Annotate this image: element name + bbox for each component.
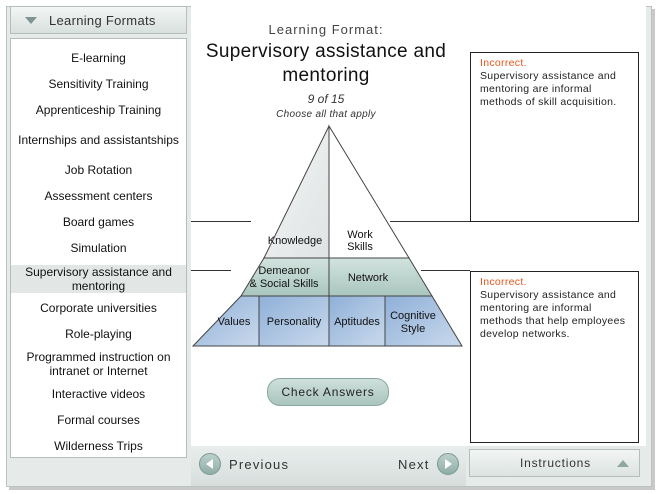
sidebar-item-programmed-instruction[interactable]: Programmed instruction on intranet or In…: [26, 350, 171, 378]
sidebar-item-interactive-videos[interactable]: Interactive videos: [51, 387, 146, 401]
sidebar-item-wilderness-trips[interactable]: Wilderness Trips: [54, 439, 143, 453]
pyramid-label-skills: Skills: [347, 241, 373, 253]
instructions-label: Instructions: [520, 456, 591, 470]
feedback-status: Incorrect.: [480, 276, 527, 288]
previous-label: Previous: [229, 456, 290, 472]
pyramid-label-knowledge: Knowledge: [268, 235, 322, 247]
divider-line-bottom-right: [421, 270, 470, 271]
sidebar-item-apprenticeship-training[interactable]: Apprenticeship Training: [35, 103, 162, 117]
pyramid-cell-aptitudes[interactable]: [328, 295, 386, 347]
feedback-status: Incorrect.: [480, 57, 527, 69]
pyramid-label-values: Values: [218, 316, 251, 328]
sidebar-item-job-rotation[interactable]: Job Rotation: [64, 163, 133, 177]
divider-line-top-right: [390, 221, 470, 222]
pyramid-label-cognitive: Cognitive: [390, 310, 436, 322]
chevron-up-icon: [617, 460, 629, 467]
format-eyebrow: Learning Format:: [268, 22, 384, 37]
sidebar-item-internships[interactable]: Internships and assistantships: [18, 133, 179, 147]
question-counter: 9 of 15: [307, 92, 345, 106]
check-answers-button[interactable]: Check Answers: [267, 378, 389, 406]
feedback-text: Supervisory assistance and mentoring are…: [480, 70, 617, 108]
sidebar-item-supervisory-assistance[interactable]: Supervisory assistance and mentoring: [11, 265, 186, 293]
pyramid-label-style: Style: [401, 323, 425, 335]
sidebar-header-label: Learning Formats: [49, 12, 156, 28]
chevron-down-icon: [25, 16, 37, 24]
feedback-box-bottom: Incorrect. Supervisory assistance and me…: [470, 271, 639, 443]
main-panel: Learning Format: Supervisory assistance …: [191, 6, 646, 446]
arrow-right-icon: [436, 453, 459, 475]
sidebar-item-formal-courses[interactable]: Formal courses: [57, 413, 140, 427]
pyramid-cell-cognitive-style[interactable]: [384, 295, 463, 347]
question-instruction: Choose all that apply: [276, 109, 376, 120]
sidebar-item-simulation[interactable]: Simulation: [70, 241, 127, 255]
pyramid-label-social-skills: & Social Skills: [249, 278, 319, 290]
skills-pyramid: Knowledge Work Skills Demeanor & Social …: [191, 124, 463, 347]
sidebar-item-assessment-centers[interactable]: Assessment centers: [44, 189, 153, 203]
page-title: Supervisory assistance and mentoring: [205, 41, 447, 86]
sidebar-item-role-playing[interactable]: Role-playing: [65, 327, 132, 341]
next-button[interactable]: Next: [398, 453, 459, 475]
pyramid-label-work: Work: [347, 229, 373, 241]
next-label: Next: [398, 456, 430, 472]
arrow-left-icon: [199, 453, 221, 475]
feedback-text: Supervisory assistance and mentoring are…: [480, 289, 626, 340]
sidebar-item-corporate-universities[interactable]: Corporate universities: [40, 301, 157, 315]
divider-line-bottom-left: [191, 270, 231, 271]
feedback-box-top: Incorrect. Supervisory assistance and me…: [470, 52, 639, 222]
pyramid-cell-demeanor[interactable]: [240, 257, 330, 297]
pyramid-label-demeanor: Demeanor: [258, 265, 310, 277]
pyramid-label-network: Network: [348, 272, 389, 284]
sidebar-item-board-games[interactable]: Board games: [62, 215, 135, 229]
previous-button[interactable]: Previous: [199, 453, 289, 475]
sidebar-header[interactable]: Learning Formats: [10, 6, 187, 34]
instructions-tab[interactable]: Instructions: [469, 449, 640, 477]
sidebar-list: E-learning Sensitivity Training Apprenti…: [10, 38, 187, 458]
divider-line-top-left: [191, 221, 251, 222]
sidebar-item-sensitivity-training[interactable]: Sensitivity Training: [48, 77, 149, 91]
sidebar-item-e-learning[interactable]: E-learning: [71, 51, 126, 65]
pyramid-label-personality: Personality: [267, 316, 322, 328]
bottom-nav-bar: [191, 446, 466, 486]
pyramid-label-aptitudes: Aptitudes: [334, 316, 380, 328]
